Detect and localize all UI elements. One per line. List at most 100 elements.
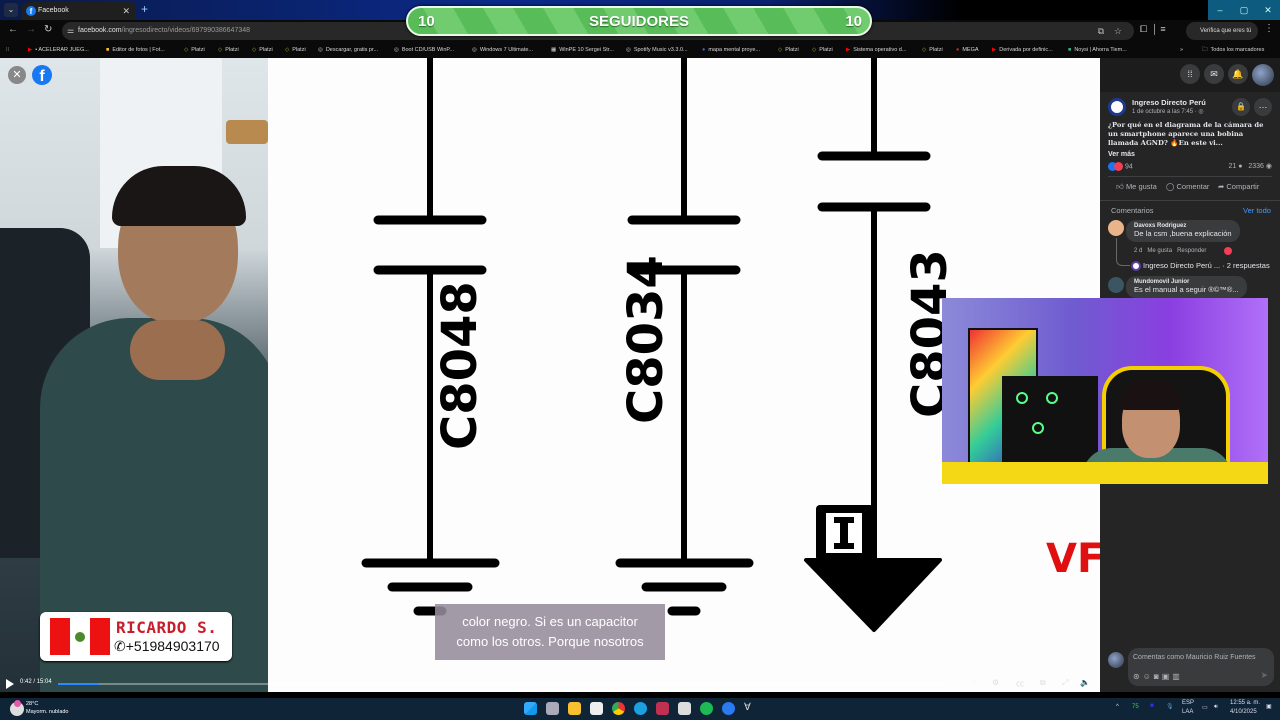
share-button[interactable]: ➦ Compartir (1218, 182, 1260, 191)
notification-icon[interactable]: ▣ (1266, 704, 1272, 710)
reactions-summary[interactable]: 94 (1108, 162, 1133, 171)
bookmark-item[interactable]: ◎Spotify Music v3.3.0... (626, 47, 688, 53)
speaker-icon[interactable]: 🔊︎ (1214, 704, 1218, 710)
view-replies-link[interactable]: Ingreso Directo Perú ... · 2 respuestas (1131, 261, 1270, 272)
commenter-avatar[interactable] (1108, 220, 1124, 236)
facebook-logo-icon[interactable]: f (32, 65, 52, 85)
captions-icon[interactable]: ㏄ (1016, 679, 1024, 688)
store-icon[interactable] (590, 702, 603, 715)
bookmark-item[interactable]: ▶• ACELERAR JUEG... (28, 47, 89, 53)
like-button[interactable]: 👍︎ Me gusta (1116, 182, 1157, 191)
bookmark-item[interactable]: ◇Platzi (252, 47, 273, 53)
spotify-icon[interactable] (700, 702, 713, 715)
account-avatar[interactable] (1252, 64, 1274, 86)
capcut-icon[interactable] (656, 702, 669, 715)
bookmark-item[interactable]: ◇Platzi (778, 47, 799, 53)
weather-icon[interactable] (10, 700, 24, 716)
tab-facebook[interactable]: f Facebook ✕ (22, 2, 136, 20)
reload-icon[interactable]: ↻ (44, 24, 53, 35)
microphone-icon[interactable]: 🎙︎ (1166, 704, 1174, 710)
composer-icons[interactable]: ⊛☺◙▣▥ (1133, 672, 1183, 681)
start-button-icon[interactable] (524, 702, 537, 715)
more-options-icon[interactable]: … (1254, 98, 1272, 116)
language-top[interactable]: ESP (1182, 700, 1195, 706)
forward-icon[interactable]: → (26, 24, 36, 35)
comment-author[interactable]: Davoxs Rodriguez (1134, 223, 1187, 229)
comment-author[interactable]: Mundomovil Junior (1134, 279, 1190, 285)
clock-time[interactable]: 12:55 a. m. (1230, 700, 1261, 706)
bookmark-item[interactable]: ●MEGA (956, 47, 979, 53)
language-bottom[interactable]: LAA (1182, 709, 1194, 715)
minimize-button[interactable]: – (1217, 5, 1223, 15)
comment-like-button[interactable]: Me gusta (1147, 248, 1173, 254)
install-app-icon[interactable]: ⧉ (1097, 26, 1104, 36)
close-video-button[interactable]: ✕ (8, 66, 26, 84)
bookmark-item[interactable]: ◎Descargar, gratis pr... (318, 47, 379, 53)
see-all-comments-link[interactable]: Ver todo (1243, 206, 1271, 215)
browser-menu-icon[interactable]: ⋮ (1264, 23, 1274, 34)
network-icon[interactable]: ▭ (1202, 705, 1208, 711)
bookmark-item[interactable]: ▦WinPE 10 Sergei Str... (551, 47, 614, 53)
page-avatar[interactable] (1108, 98, 1126, 116)
all-bookmarks-button[interactable]: 🗀Todos los marcadores (1202, 47, 1265, 53)
close-window-button[interactable]: ✕ (1264, 5, 1272, 15)
page-name[interactable]: Ingreso Directo Perú (1132, 98, 1206, 107)
settings-gear-icon[interactable]: ⚙ (992, 678, 1000, 687)
chrome-icon[interactable] (612, 702, 625, 715)
comment-reply-button[interactable]: Responder (1177, 248, 1207, 254)
site-info-icon[interactable]: ⚌ (67, 26, 75, 35)
bookmark-star-icon[interactable]: ☆ (1113, 26, 1122, 36)
bookmark-item[interactable]: ◇Platzi (285, 47, 306, 53)
bookmark-item[interactable]: ◎Boot CD/USB WinP... (394, 47, 454, 53)
bookmarks-overflow-button[interactable]: » (1180, 47, 1184, 53)
vpn-app-icon[interactable]: ∀ (744, 702, 751, 713)
edge-icon[interactable] (634, 702, 647, 715)
bookmark-item[interactable]: ●mapa mental proye... (702, 47, 760, 53)
bookmark-item[interactable]: ◇Platzi (184, 47, 205, 53)
video-player[interactable]: ✕ f C8048 (0, 58, 1100, 692)
volume-icon[interactable]: 🔈 (1080, 678, 1090, 687)
back-icon[interactable]: ← (8, 24, 18, 35)
fullscreen-icon[interactable]: ⤢ (1062, 678, 1069, 687)
bookmark-item[interactable]: ◇Platzi (922, 47, 943, 53)
tray-overflow-icon[interactable]: ^ (1116, 704, 1119, 710)
commenter-avatar[interactable] (1108, 277, 1124, 293)
extensions-icon[interactable]: ⧠ │ ≡ (1140, 24, 1166, 34)
task-view-icon[interactable] (546, 702, 559, 715)
comment-button[interactable]: ◯ Comentar (1166, 182, 1210, 191)
messenger-icon[interactable]: ✉ (1204, 64, 1224, 84)
lock-icon[interactable]: 🔒 (1232, 98, 1250, 116)
restore-button[interactable]: ▢ (1239, 5, 1249, 15)
menu-grid-icon[interactable]: ⁞⁞ (1180, 64, 1200, 84)
play-icon[interactable] (6, 679, 14, 689)
video-progress-bar[interactable] (58, 683, 948, 685)
bookmark-item[interactable]: ■Noysi | Ahorra Tiem... (1068, 47, 1127, 53)
bing-icon[interactable] (722, 702, 735, 715)
bookmark-item[interactable]: ■Editor de fotos | Fot... (106, 47, 165, 53)
bookmark-item[interactable]: ◇Platzi (812, 47, 833, 53)
post-date[interactable]: 1 de octubre a las 7:45 · ◎ (1132, 109, 1204, 115)
comment-input[interactable]: Comentas como Mauricio Ruiz Fuentes ⊛☺◙▣… (1128, 648, 1274, 686)
new-tab-button[interactable]: + (141, 2, 149, 16)
miniplayer-icon[interactable]: ⧉ (1040, 678, 1046, 687)
bookmark-item[interactable]: ▶Derivada por definic... (992, 47, 1053, 53)
profile-verify-button[interactable]: Verifica que eres tú (1186, 22, 1258, 40)
notifications-bell-icon[interactable]: 🔔 (1228, 64, 1248, 84)
tray-app-icon[interactable]: ■ (1150, 703, 1154, 709)
tab-search-button[interactable]: ⌄ (4, 3, 18, 17)
see-more-link[interactable]: Ver más (1108, 151, 1135, 158)
apps-grid-icon[interactable]: ⁞⁞ (6, 47, 10, 53)
bookmark-item[interactable]: ◎Windows 7 Ultimate... (472, 47, 533, 53)
comment-bubble-icon[interactable]: ◌ (972, 678, 977, 687)
file-explorer-icon[interactable] (568, 702, 581, 715)
bookmark-item[interactable]: ▶Sistema operativo d... (846, 47, 907, 53)
battery-badge[interactable]: 75 (1132, 704, 1139, 710)
app-window-icon[interactable] (678, 702, 691, 715)
comment-meta: 2 d Me gusta Responder (1134, 248, 1207, 254)
clock-date[interactable]: 4/10/2025 (1230, 709, 1257, 715)
weather-temperature[interactable]: 28°C (26, 701, 39, 707)
close-tab-icon[interactable]: ✕ (122, 6, 130, 16)
weather-description[interactable]: Mayorm. nublado (26, 709, 69, 715)
send-icon[interactable]: ➤ (1260, 670, 1268, 680)
bookmark-item[interactable]: ◇Platzi (218, 47, 239, 53)
